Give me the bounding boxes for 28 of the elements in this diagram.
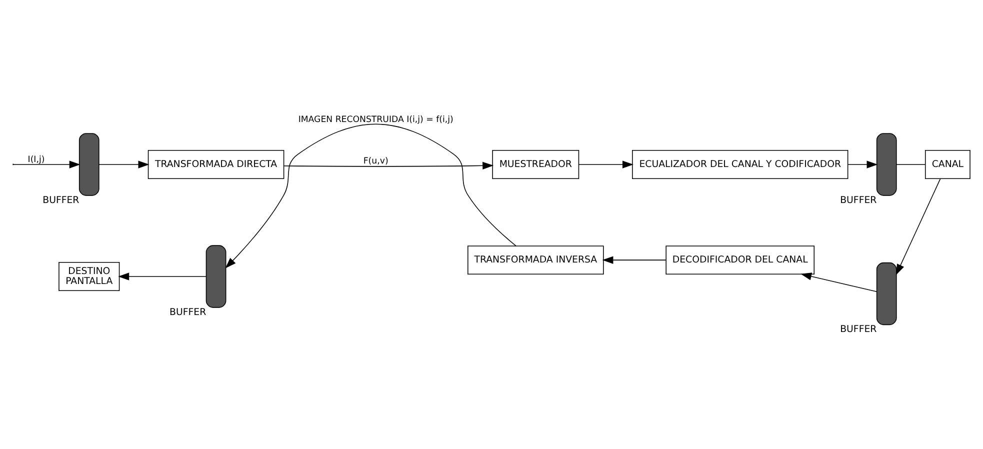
arrow [578, 160, 634, 168]
node-label: BUFFER [840, 324, 877, 335]
edge-label: I(I,j) [28, 154, 45, 164]
node-box: DECODIFICADOR DEL CANAL [666, 245, 815, 274]
node-box: MUESTREADOR [492, 150, 580, 178]
node-capsule [78, 132, 100, 196]
node-capsule [876, 262, 897, 325]
node-capsule [876, 132, 897, 196]
node-label: BUFFER [840, 194, 877, 206]
node-box: ECUALIZADOR DEL CANAL Y CODIFICADOR [632, 150, 848, 178]
node-capsule [206, 244, 226, 308]
arrow [225, 123, 516, 268]
edge-label: F(u,v) [363, 156, 388, 166]
arrow [13, 160, 80, 168]
node-box: DESTINO PANTALLA [58, 262, 120, 290]
node-box: CANAL [924, 150, 970, 178]
edge-label: IMAGEN RECONSTRUIDA I(i,j) = f(i,j) [298, 114, 454, 125]
arrow [98, 160, 150, 168]
arrow [118, 272, 206, 280]
node-label: BUFFER [170, 306, 206, 318]
node-box: TRANSFORMADA DIRECTA [148, 150, 284, 178]
arrow [800, 272, 877, 292]
node-box: TRANSFORMADA INVERSA [468, 245, 604, 274]
arrow [848, 160, 878, 168]
arrow [283, 161, 494, 169]
arrow [896, 178, 941, 275]
arrow [602, 256, 666, 264]
node-label: BUFFER [42, 194, 80, 206]
